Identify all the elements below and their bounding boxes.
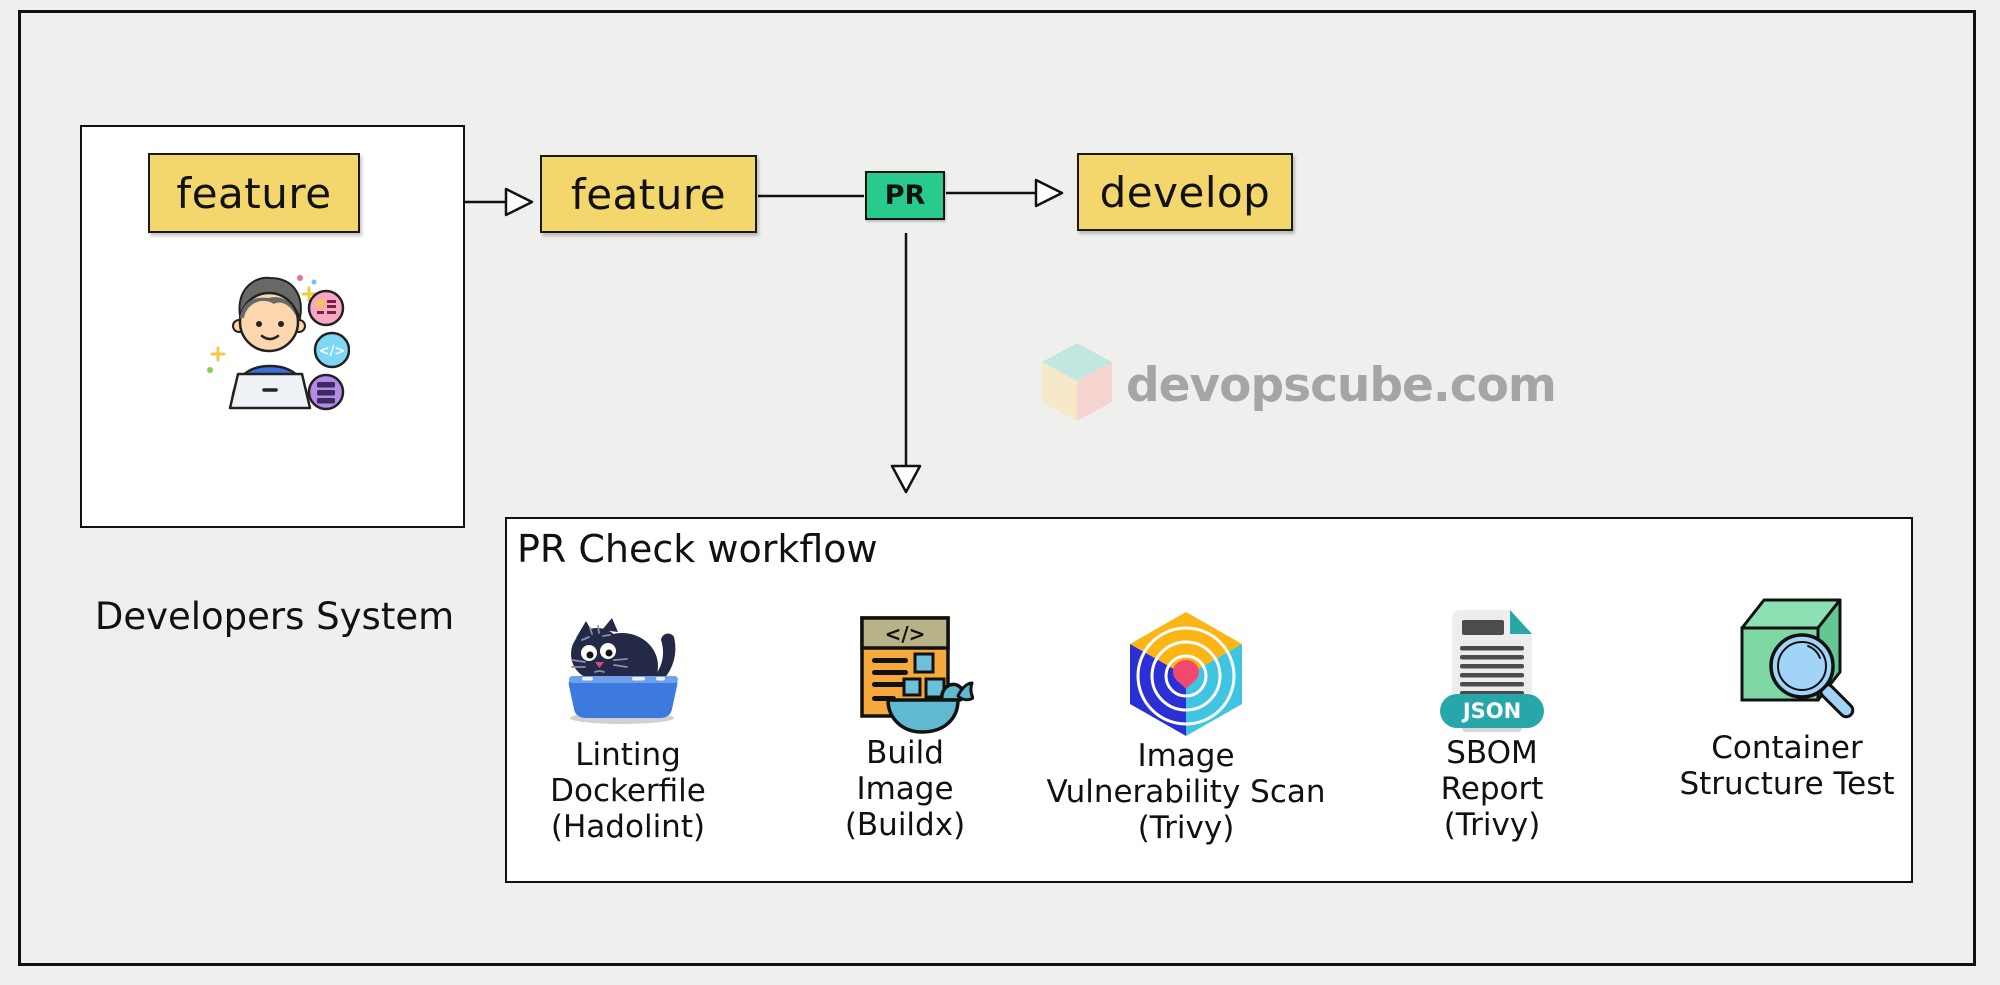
pr-node: PR	[865, 171, 945, 220]
watermark-text: devopscube.com	[1126, 357, 1557, 413]
docker-buildx-icon: </>	[860, 616, 974, 734]
workflow-title: PR Check workflow	[517, 527, 878, 571]
svg-text:JSON: JSON	[1461, 699, 1521, 723]
devopscube-cube-icon	[1042, 343, 1112, 421]
step-label-lint: Linting Dockerfile (Hadolint)	[550, 737, 706, 845]
developer-at-laptop-icon: </>	[207, 275, 350, 411]
svg-text:</>: </>	[319, 344, 346, 359]
watermark: devopscube.com	[1040, 341, 1557, 423]
hadolint-cat-icon	[568, 618, 678, 724]
json-report-icon: JSON	[1440, 610, 1544, 732]
step-label-sbom: SBOM Report (Trivy)	[1440, 735, 1544, 843]
step-label-build: Build Image (Buildx)	[844, 735, 966, 843]
outer-frame	[18, 10, 1976, 966]
branch-node-develop: develop	[1077, 153, 1293, 231]
step-label-cst: Container Structure Test	[1679, 730, 1895, 802]
trivy-cube-icon	[1130, 612, 1242, 736]
svg-text:</>: </>	[885, 622, 926, 646]
magnifier-box-icon	[1740, 598, 1855, 719]
branch-node-feature-remote: feature	[540, 155, 757, 233]
step-label-scan: Image Vulnerability Scan (Trivy)	[1046, 738, 1326, 846]
branch-node-feature-local: feature	[148, 153, 360, 233]
developers-system-label: Developers System	[94, 595, 455, 638]
